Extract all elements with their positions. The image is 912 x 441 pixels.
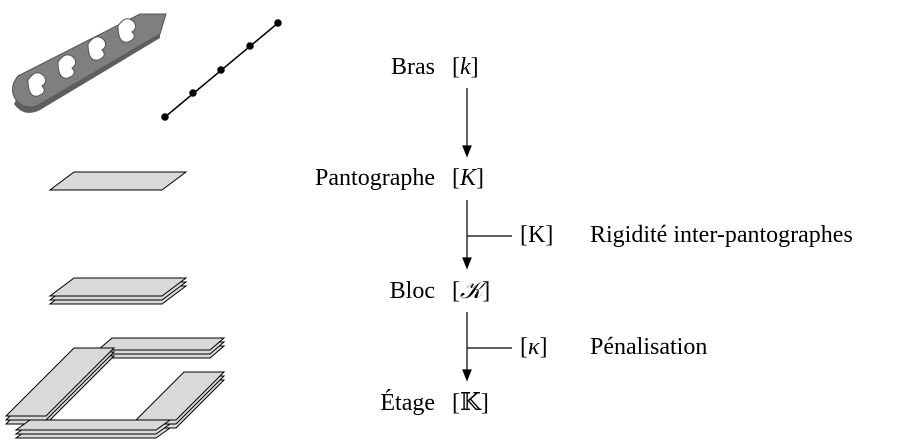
arm-illustration <box>12 13 167 113</box>
arrows <box>462 88 512 382</box>
block-stack <box>48 277 188 305</box>
level-name-bras: Bras <box>391 54 435 80</box>
level-name-etage: Étage <box>380 390 435 416</box>
pantograph-plate <box>48 171 188 191</box>
transition-symbol-penalisation: [κ] <box>520 334 548 360</box>
transition-description-penalisation: Pénalisation <box>590 334 708 360</box>
level-symbol-etage: [𝕂] <box>452 390 489 416</box>
level-symbol-bras: [k] <box>452 54 479 80</box>
bar-model <box>161 19 282 121</box>
level-symbol-bloc: [𝒦] <box>452 278 491 304</box>
stage-frame <box>4 337 226 439</box>
level-symbol-pantographe: [K] <box>452 165 485 191</box>
transition-description-interpantograph: Rigidité inter-pantographes <box>590 222 853 248</box>
transition-symbol-interpantograph: [K] <box>520 222 554 248</box>
level-name-bloc: Bloc <box>389 278 435 304</box>
level-name-pantographe: Pantographe <box>315 165 435 191</box>
